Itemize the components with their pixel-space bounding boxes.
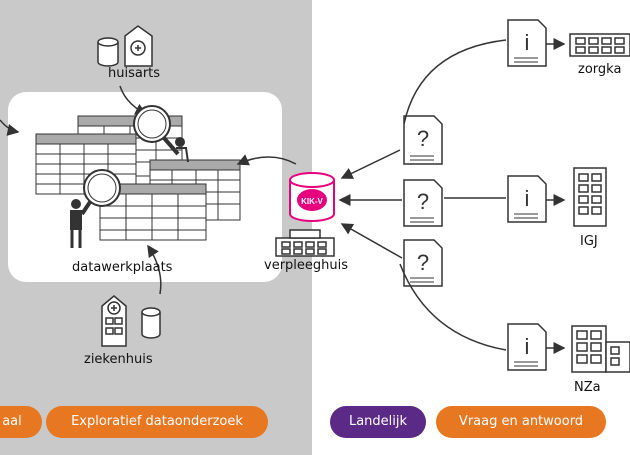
- kikv-label: KIK-V: [301, 197, 323, 206]
- nza-label: NZa: [574, 380, 601, 395]
- pill-exploratory: Exploratief dataonderzoek: [46, 406, 268, 438]
- incoming-arrow: [0, 119, 20, 136]
- magnifier-icon-top: [133, 105, 189, 163]
- kikv-database-icon: [289, 172, 335, 222]
- igj-label: IGJ: [580, 234, 598, 249]
- nza-building-icon: [571, 325, 630, 373]
- huisarts-label: huisarts: [108, 66, 161, 81]
- info-mark-3: i: [525, 334, 530, 359]
- datawerkplaats-label: datawerkplaats: [72, 260, 173, 275]
- question-mark-2: ?: [417, 189, 429, 214]
- info-mark-1: i: [525, 30, 530, 55]
- question-mark-1: ?: [417, 126, 429, 151]
- magnifier-icon-left: [70, 169, 121, 248]
- verpleeghuis-label: verpleeghuis: [264, 258, 349, 273]
- info-documents: [507, 19, 547, 371]
- verpleeghuis-arrow: [236, 154, 297, 166]
- question-mark-3: ?: [417, 250, 429, 275]
- zorgkantoor-building-icon: [569, 33, 630, 57]
- ziekenhuis-icons: [101, 295, 161, 347]
- huisarts-icons: [97, 25, 153, 67]
- pill-regional: aal: [0, 406, 42, 438]
- ziekenhuis-arrow: [147, 244, 162, 295]
- igj-building-icon: [573, 167, 607, 227]
- pill-national: Landelijk: [330, 406, 426, 438]
- zorgkantoor-label: zorgka: [578, 62, 622, 77]
- info-mark-2: i: [525, 186, 530, 211]
- data-tables: [35, 115, 241, 241]
- ziekenhuis-label: ziekenhuis: [84, 352, 153, 367]
- verpleeghuis-building-icon: [275, 229, 335, 257]
- flow-arrows: [338, 38, 566, 354]
- question-documents: [403, 115, 443, 287]
- pill-qa: Vraag en antwoord: [436, 406, 606, 438]
